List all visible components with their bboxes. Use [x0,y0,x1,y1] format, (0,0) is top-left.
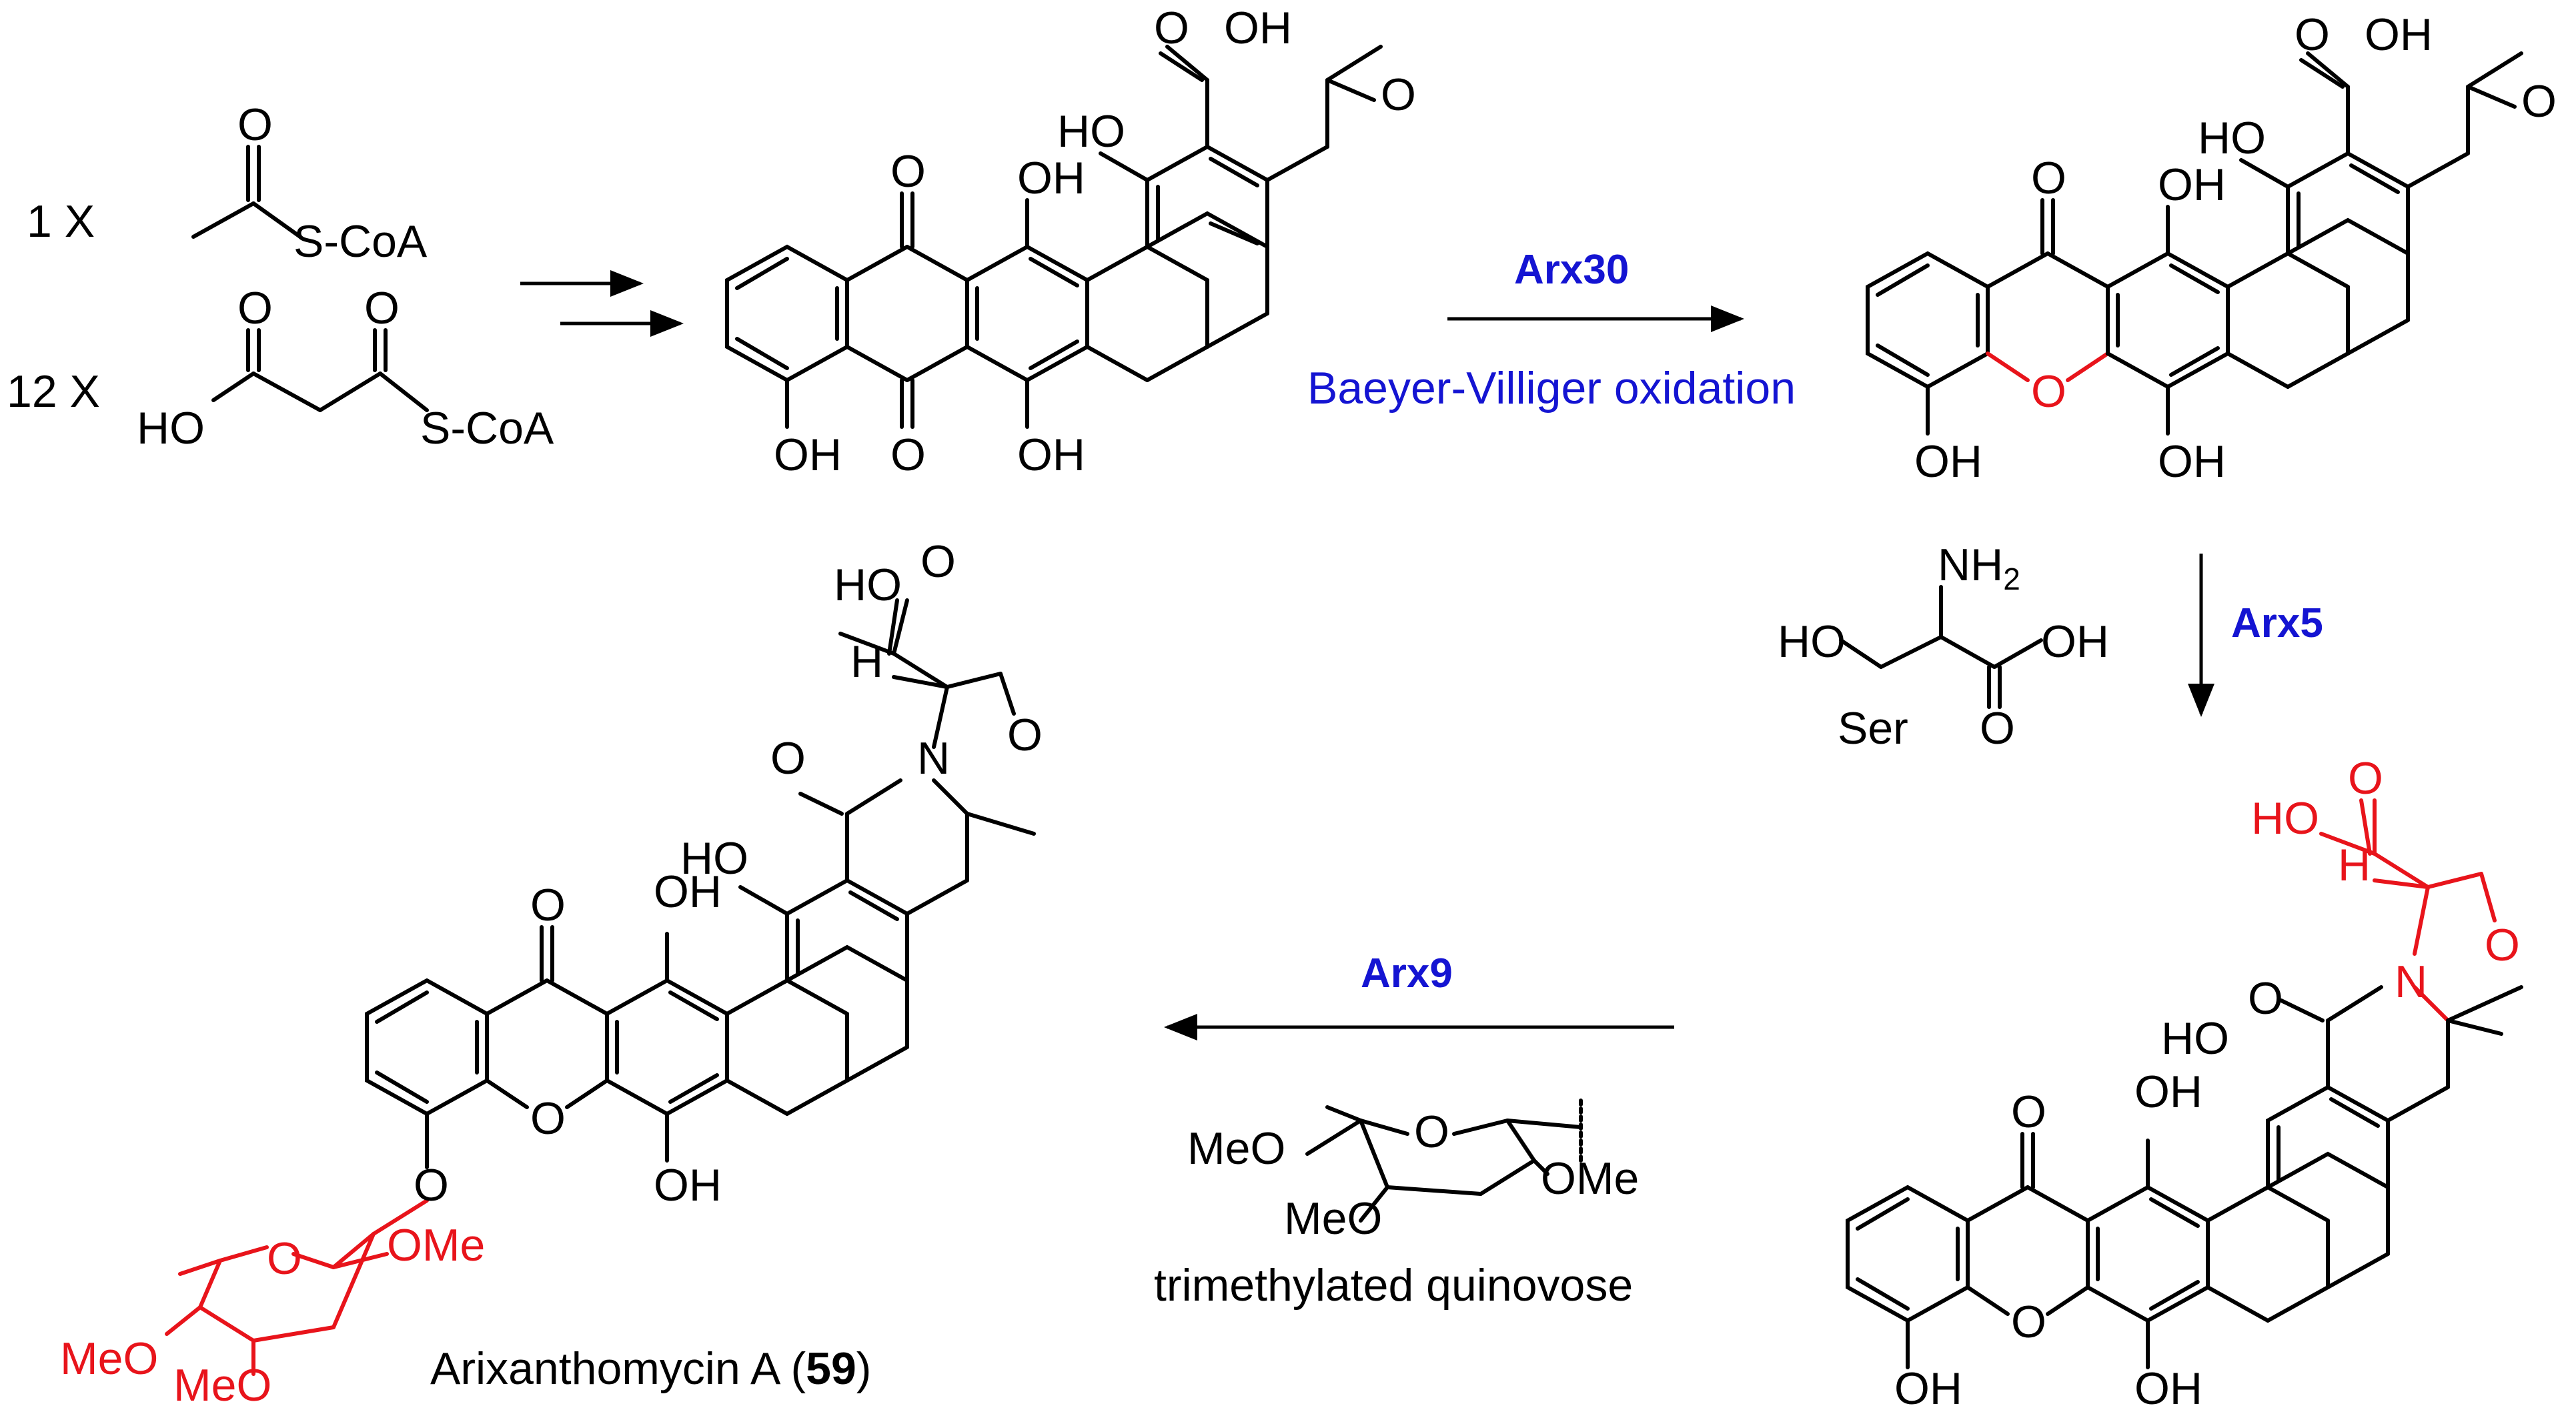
sugar-ring-oxygen: O [267,1233,302,1284]
quinovose-methoxy-1: MeO [1187,1123,1285,1174]
int2-acid-carbonyl: O [2295,9,2330,60]
product-lactam-carbonyl: O [770,733,806,784]
acetyl-coa: O S-CoA [191,99,428,267]
int2-ring-oxygen: O [2031,366,2066,417]
step-arx9: Arx9 MeO O OMe MeO trimethylated quinovo… [1154,950,1674,1311]
arx30-enzyme: Arx30 [1514,247,1629,293]
int3-hydroxyl-ring-a: OH [1894,1363,1962,1410]
product-hydroxyl-ring-c: OH [654,1160,722,1211]
quinovose-label: trimethylated quinovose [1154,1260,1633,1311]
product-glycosidic-oxygen: O [414,1160,449,1211]
int3-xanthone-carbonyl: O [2011,1087,2046,1137]
int1-hydroxyl-ring-a: OH [774,430,842,480]
intermediate-3: O O OH HO O N O H HO O OH OH [1846,753,2523,1410]
int3-hydroxyl-ring-e: HO [2161,1013,2229,1064]
int2-ketone-oxygen: O [2521,76,2557,127]
product-nitrogen: N [917,733,950,784]
serine-amine: NH2 [1938,540,2020,596]
int2-hydroxyl-peri: OH [2158,159,2226,210]
acetyl-count: 1 X [27,196,95,247]
serine-acid-hydroxyl: OH [2041,616,2109,667]
int2-hydroxyl-ring-e: HO [2198,113,2266,163]
int3-acid-carbonyl: O [2348,753,2383,804]
int3-nitrogen: N [2395,956,2427,1007]
product-hydroxyl-peri: OH [654,866,722,917]
intermediate-1: O O OH HO O OH O OH OH [725,3,1416,480]
intermediate-2: O O OH HO O OH O OH OH [1866,9,2557,487]
step-arx30: Arx30 Baeyer-Villiger oxidation [1307,247,1796,414]
int2-hydroxyl-ring-c: OH [2158,436,2226,487]
starting-materials: 1 X 12 X O S-CoA O O HO S-CoA [7,99,684,454]
serine: HO NH2 OH O Ser [1778,540,2109,754]
quinovose-ring-oxygen: O [1414,1107,1449,1157]
int3-lactam-carbonyl: O [2248,973,2283,1024]
arixanthomycin-a: O OMe MeO MeO O O O OH HO O N O H HO O O… [60,536,1043,1410]
quinovose-moiety: O OMe MeO MeO [60,1199,485,1410]
malonyl-coa: O O HO S-CoA [137,283,554,454]
int1-hydroxyl-peri: OH [1017,153,1085,203]
int3-acid-hydroxyl: HO [2251,793,2319,844]
malonyl-thioester-oxygen: O [364,283,400,333]
int1-acid-hydroxyl: OH [1224,3,1292,53]
int3-stereo-hydrogen: H [2338,840,2371,890]
int1-quinone-oxygen-top: O [890,146,926,197]
quinovose-methoxy-2: OMe [1541,1153,1639,1204]
malonyl-hydroxyl: HO [137,403,205,454]
malonyl-acid-oxygen: O [237,283,273,333]
int1-acid-carbonyl: O [1154,3,1189,53]
baeyer-villiger-label: Baeyer-Villiger oxidation [1307,363,1796,414]
acetyl-oxygen: O [237,99,273,150]
serine-hydroxyl: HO [1778,616,1846,667]
arx9-enzyme: Arx9 [1361,950,1453,996]
int2-acid-hydroxyl: OH [2365,9,2433,60]
int3-hydroxyl-ring-c: OH [2134,1363,2202,1410]
sugar-methoxy-1: OMe [387,1220,485,1271]
malonyl-count: 12 X [7,366,100,417]
product-acid-hydroxyl: HO [834,560,902,610]
int2-hydroxyl-ring-a: OH [1914,436,1982,487]
int1-ketone-oxygen: O [1381,69,1416,120]
quinovose-methoxy-3: MeO [1284,1193,1382,1244]
product-acid-carbonyl: O [920,536,956,587]
product-xanthone-carbonyl: O [530,880,566,930]
arx5-enzyme: Arx5 [2231,600,2323,646]
product-oxazolidine-oxygen: O [1007,710,1043,760]
sugar-methoxy-3: MeO [173,1360,271,1410]
int2-xanthone-carbonyl: O [2031,153,2066,203]
sugar-methoxy-2: MeO [60,1333,158,1384]
serine-acid-carbonyl: O [1980,703,2015,754]
product-hydroxyl-ring-e: HO [680,833,748,884]
step-arx5: Arx5 HO NH2 OH O Ser [1778,540,2323,754]
acetyl-coa-label: S-CoA [293,216,428,267]
int1-quinone-oxygen-bottom: O [890,430,926,480]
product-ring-oxygen: O [530,1093,566,1144]
trimethylated-quinovose: MeO O OMe MeO trimethylated quinovose [1154,1099,1639,1311]
product-label: Arixanthomycin A (59) [430,1343,871,1394]
int3-hydroxyl-peri: OH [2134,1067,2202,1117]
malonyl-coa-label: S-CoA [420,403,554,454]
int3-oxazolidine-oxygen: O [2485,920,2520,970]
product-stereo-hydrogen: H [850,636,883,687]
int1-hydroxyl-ring-e: HO [1057,106,1125,157]
int1-hydroxyl-ring-c: OH [1017,430,1085,480]
serine-label: Ser [1838,703,1908,754]
int3-ring-oxygen: O [2011,1297,2046,1347]
